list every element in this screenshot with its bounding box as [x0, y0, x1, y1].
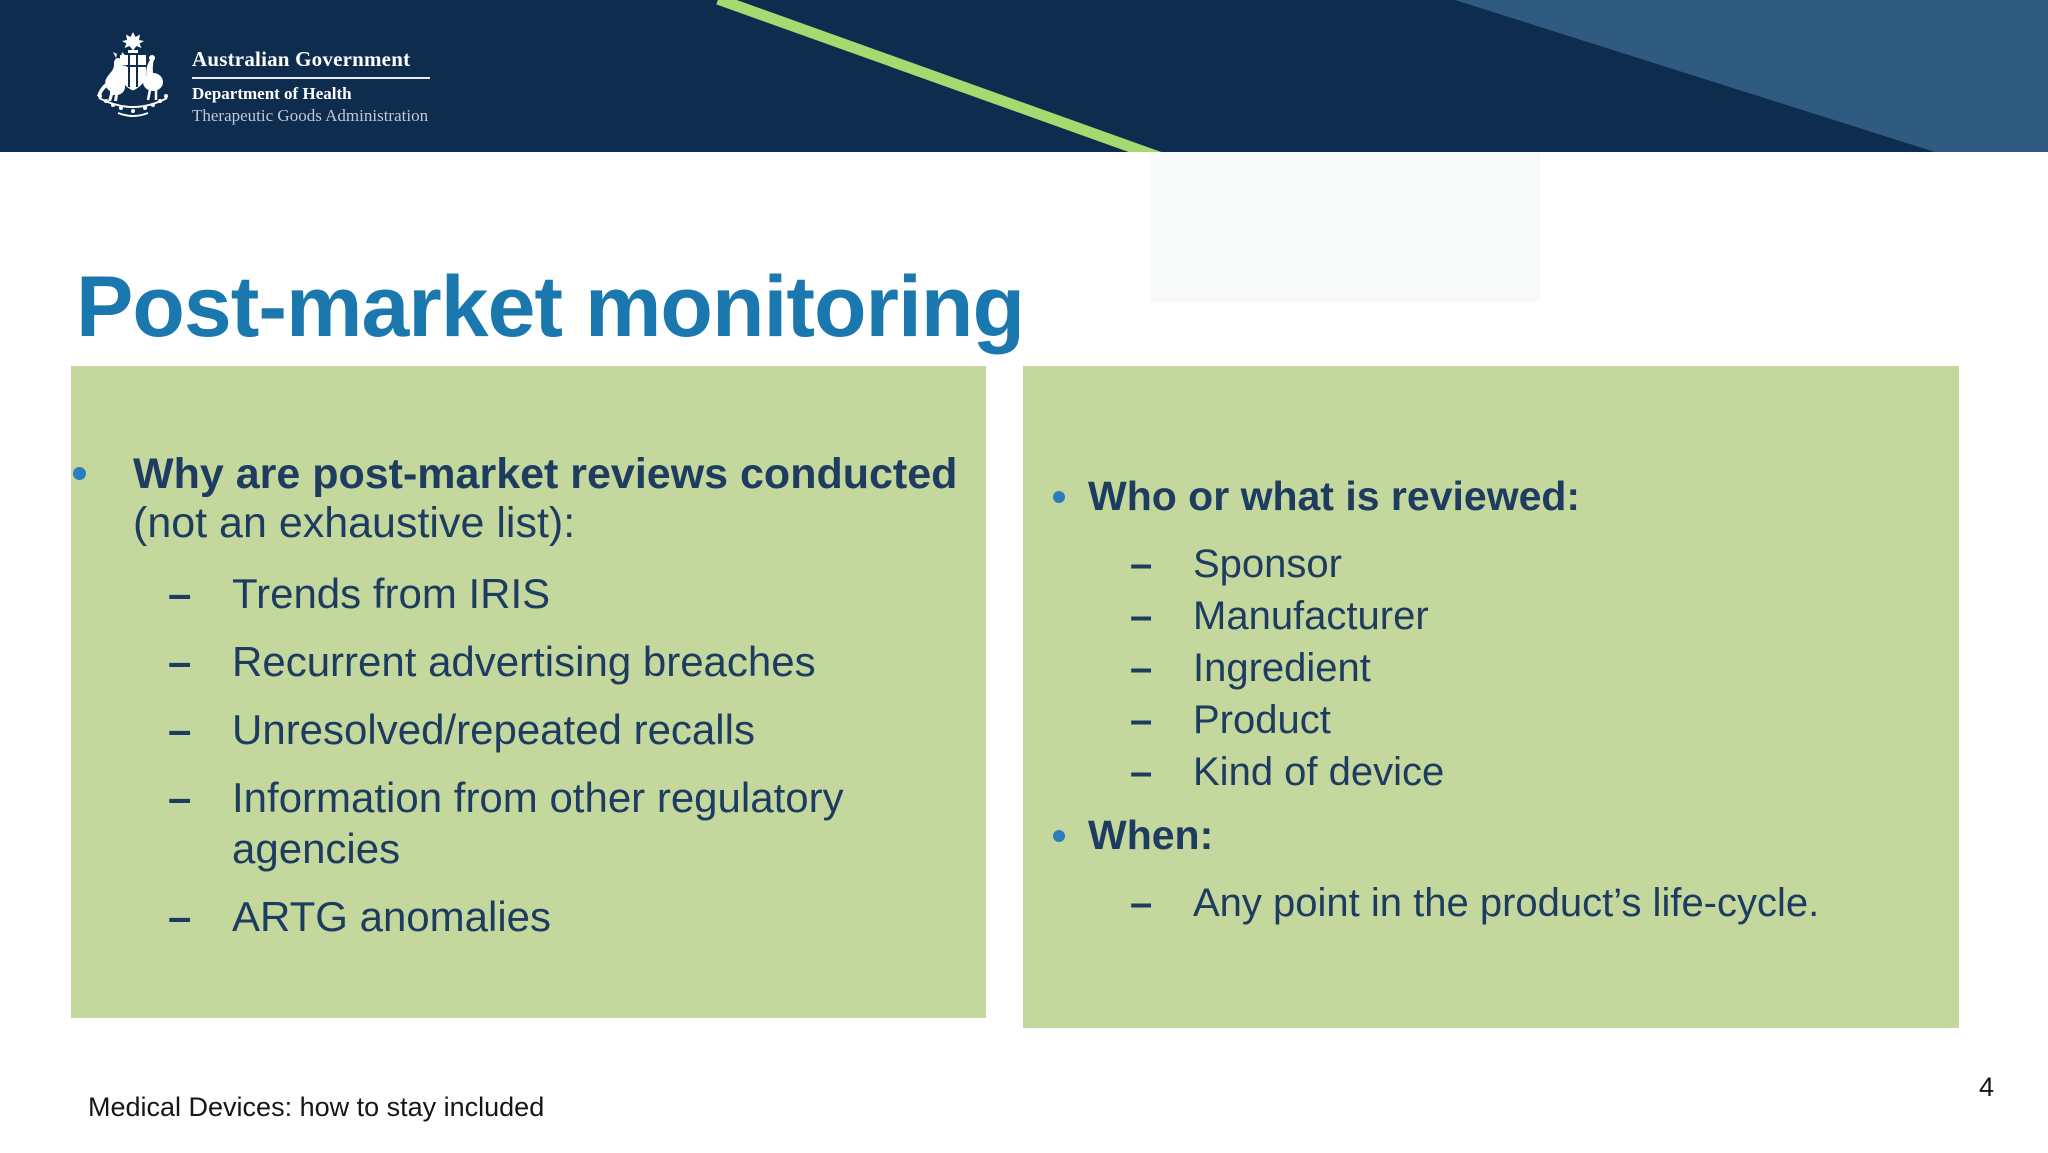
list-item: – Sponsor: [1130, 538, 1959, 590]
list-item: – Unresolved/repeated recalls: [168, 704, 986, 755]
list-item-text: Sponsor: [1193, 542, 1342, 586]
list-item-text: Ingredient: [1193, 646, 1371, 690]
list-item-text: Product: [1193, 698, 1331, 742]
list-item: – Any point in the product’s life-cycle.: [1130, 877, 1959, 929]
dash-icon: –: [1130, 542, 1153, 586]
right-box-heading-2: When:: [1088, 812, 1214, 858]
list-item: – Information from other regulatory agen…: [168, 772, 986, 874]
list-item: Who or what is reviewed:: [1023, 470, 1959, 522]
list-item: – ARTG anomalies: [168, 891, 986, 942]
left-box-heading: Why are post-market reviews conducted (n…: [133, 450, 986, 548]
dash-icon: –: [168, 706, 192, 753]
list-item: – Ingredient: [1130, 642, 1959, 694]
left-box-heading-tail: (not an exhaustive list):: [133, 499, 576, 547]
australian-coat-of-arms-icon: [97, 32, 168, 117]
list-item-text: Recurrent advertising breaches: [232, 638, 816, 685]
list-item-text: Kind of device: [1193, 750, 1445, 794]
list-item: – Manufacturer: [1130, 590, 1959, 642]
dash-icon: –: [168, 893, 192, 940]
bullet-icon: [1053, 830, 1065, 842]
list-item-text: Information from other regulatory agenci…: [232, 774, 844, 872]
left-content-box: Why are post-market reviews conducted (n…: [71, 366, 986, 1018]
right-content-box: Who or what is reviewed: – Sponsor – Man…: [1023, 366, 1959, 1028]
right-box-heading-1: Who or what is reviewed:: [1088, 473, 1581, 519]
page-number: 4: [1978, 1072, 1994, 1102]
dash-icon: –: [1130, 594, 1153, 638]
left-box-heading-bold: Why are post-market reviews conducted: [133, 450, 958, 498]
list-item: – Kind of device: [1130, 746, 1959, 798]
bullet-icon: [1053, 491, 1065, 503]
list-item-text: Trends from IRIS: [232, 570, 551, 617]
list-item-text: ARTG anomalies: [232, 893, 552, 940]
list-item: – Trends from IRIS: [168, 568, 986, 619]
dash-icon: –: [168, 570, 192, 617]
footer-title: Medical Devices: how to stay included: [88, 1092, 545, 1122]
logo-department-name: Department of Health: [192, 84, 352, 103]
dash-icon: –: [1130, 698, 1153, 742]
bullet-icon: [73, 467, 86, 480]
list-item: Why are post-market reviews conducted (n…: [71, 450, 986, 548]
slide-title: Post-market monitoring: [76, 258, 1025, 355]
list-item: – Product: [1130, 694, 1959, 746]
logo-text-block: Australian Government Department of Heal…: [192, 49, 430, 124]
background-artifact: [1150, 152, 1540, 302]
dash-icon: –: [168, 638, 192, 685]
dash-icon: –: [1130, 750, 1153, 794]
logo-agency-name: Therapeutic Goods Administration: [192, 106, 429, 125]
logo-government-name: Australian Government: [192, 47, 411, 71]
list-item: – Recurrent advertising breaches: [168, 636, 986, 687]
logo-divider-rule: [192, 77, 430, 79]
list-item-text: Any point in the product’s life-cycle.: [1193, 881, 1820, 925]
header-band: Australian Government Department of Heal…: [0, 0, 2048, 152]
green-diagonal-stripe: [716, 0, 1163, 152]
dash-icon: –: [168, 774, 192, 821]
dash-icon: –: [1130, 881, 1153, 925]
list-item-text: Manufacturer: [1193, 594, 1429, 638]
list-item: When:: [1023, 809, 1959, 861]
list-item-text: Unresolved/repeated recalls: [232, 706, 755, 753]
dash-icon: –: [1130, 646, 1153, 690]
